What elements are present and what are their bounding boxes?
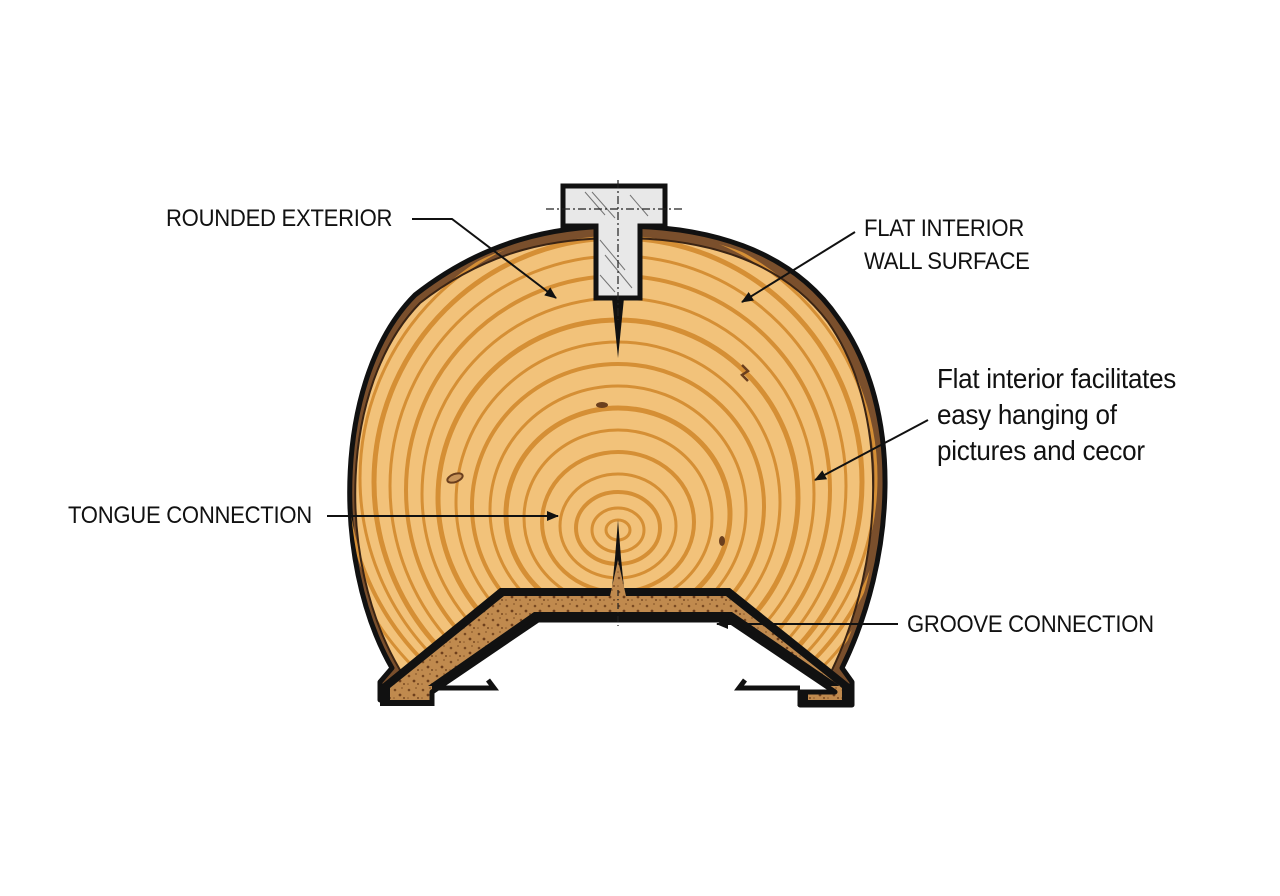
groove-profile-icon (380, 520, 852, 706)
note-line3: pictures and cecor (937, 435, 1145, 466)
flat-interior-leader (741, 231, 856, 303)
label-groove-connection: GROOVE CONNECTION (907, 611, 1154, 638)
note-line2: easy hanging of (937, 399, 1117, 430)
rounded-exterior-leader (412, 218, 557, 299)
label-rounded-exterior: ROUNDED EXTERIOR (166, 205, 393, 232)
label-tongue-connection: TONGUE CONNECTION (68, 502, 312, 529)
label-flat-interior-line2: WALL SURFACE (864, 248, 1030, 275)
label-flat-interior-line1: FLAT INTERIOR (864, 215, 1024, 242)
leader-lines (327, 218, 929, 629)
knot-icon (719, 536, 725, 546)
log-cross-section-icon (347, 223, 888, 708)
t-shaped-nail-icon (546, 180, 683, 358)
crack-icon (740, 364, 750, 382)
knot-icon (596, 402, 608, 408)
note-line1: Flat interior facilitates (937, 363, 1177, 394)
note-leader (814, 419, 929, 481)
knot-icon (446, 472, 464, 484)
